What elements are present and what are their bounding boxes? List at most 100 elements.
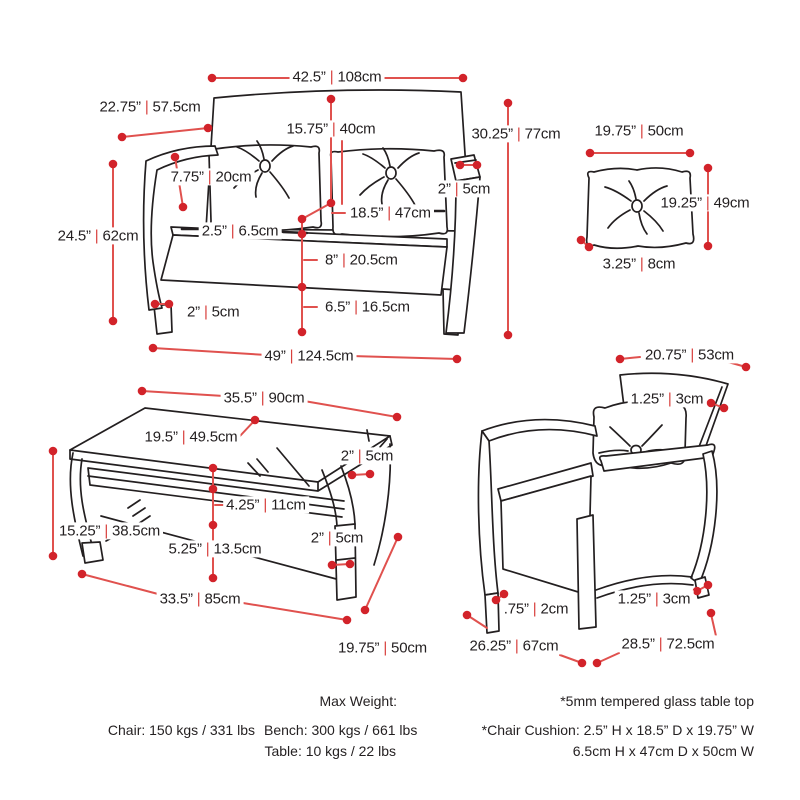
separator: | [263, 496, 268, 514]
inches-value: 19.5” [144, 428, 178, 446]
chair-cushion-note-cm: 6.5cm H x 47cm D x 50cm W [572, 743, 754, 759]
inches-value: 30.25” [471, 125, 514, 143]
inches-value: 8” [325, 251, 338, 269]
cm-value: 57.5cm [152, 98, 201, 116]
separator: | [654, 590, 659, 608]
separator: | [516, 125, 521, 143]
dim-table-top-depth: 19.5”|49.5cm [141, 428, 241, 446]
separator: | [705, 194, 710, 212]
cm-value: 3cm [662, 590, 691, 608]
separator: | [94, 227, 99, 245]
chair-drawing [477, 372, 729, 634]
dim-chair-back-width: 20.75”|53cm [642, 346, 737, 364]
dim-chair-foot-height: .75”|2cm [500, 600, 572, 618]
chair-rail-bottom [595, 574, 694, 599]
chair-leg-right-front [576, 514, 597, 630]
cm-value: 20.5cm [349, 251, 398, 269]
inches-value: 4.25” [226, 496, 260, 514]
table-weight-note: Table: 10 kgs / 22 lbs [264, 743, 396, 759]
cm-value: 5cm [462, 180, 491, 198]
inches-value: 5.25” [168, 540, 202, 558]
cm-value: 13.5cm [213, 540, 262, 558]
cm-value: 3cm [675, 390, 704, 408]
glass-reflection [247, 458, 269, 477]
cm-value: 2cm [540, 600, 569, 618]
dim-bench-armrest-width: 2”|5cm [434, 180, 494, 198]
inches-value: 49” [264, 347, 286, 365]
dim-chair-overall-width: 26.25”|67cm [466, 637, 562, 655]
separator: | [329, 68, 334, 86]
separator: | [667, 390, 672, 408]
dim-table-leg-width: 2”|5cm [307, 529, 367, 547]
cm-value: 16.5cm [361, 298, 410, 316]
inches-value: 19.25” [660, 194, 703, 212]
inches-value: 26.25” [469, 637, 512, 655]
cm-value: 62cm [102, 227, 139, 245]
inches-value: .75” [503, 600, 529, 618]
hatch-marks [127, 499, 151, 525]
dim-table-apron-height: 4.25”|11cm [223, 496, 309, 514]
cm-value: 38.5cm [112, 522, 161, 540]
max-weight-label: Max Weight: [319, 693, 397, 709]
dim-bench-arm-height: 7.75”|20cm [167, 168, 255, 186]
separator: | [639, 255, 644, 273]
cm-value: 49.5cm [189, 428, 238, 446]
separator: | [331, 120, 336, 138]
separator: | [532, 600, 537, 618]
chair-seat [497, 462, 594, 502]
separator: | [514, 637, 519, 655]
dim-bench-seat-thickness: 2.5”|6.5cm [198, 222, 282, 240]
dim-table-height: 15.25”|38.5cm [56, 522, 164, 540]
separator: | [230, 222, 235, 240]
bench-weight-note: Bench: 300 kgs / 661 lbs [264, 722, 418, 738]
cm-value: 5cm [335, 529, 364, 547]
inches-value: 2” [310, 529, 324, 547]
inches-value: 19.75” [594, 122, 637, 140]
cm-value: 90cm [268, 389, 305, 407]
inches-value: 33.5” [159, 590, 193, 608]
inches-value: 2” [437, 180, 451, 198]
inches-value: 28.5” [621, 635, 655, 653]
separator: | [454, 180, 459, 198]
separator: | [357, 447, 362, 465]
separator: | [203, 303, 208, 321]
bench-apron [160, 234, 448, 296]
chair-cushion-note-inches: *Chair Cushion: 2.5” H x 18.5” D x 19.75… [481, 722, 754, 738]
dim-bench-overall-width: 49”|124.5cm [261, 347, 357, 365]
inches-value: 15.25” [59, 522, 101, 540]
cm-value: 47cm [394, 204, 431, 222]
separator: | [383, 639, 388, 657]
cm-value: 53cm [698, 346, 734, 364]
cm-value: 124.5cm [297, 347, 354, 365]
dim-cushion-width: 19.75”|50cm [591, 122, 687, 140]
corner-ticks [366, 429, 388, 448]
separator: | [260, 389, 265, 407]
star-tuft-icon [359, 147, 420, 206]
chair-post-left [477, 430, 499, 596]
dim-table-base-depth: 19.75”|50cm [335, 639, 430, 657]
dim-table-top-width: 35.5”|90cm [220, 389, 308, 407]
inches-value: 20.75” [645, 346, 687, 364]
bench-drawing [142, 89, 481, 336]
dim-bench-leg-width: 2”|5cm [184, 303, 243, 321]
dim-bench-total-height: 30.25”|77cm [468, 125, 564, 143]
cm-value: 67cm [522, 637, 559, 655]
cm-value: 50cm [391, 639, 427, 657]
separator: | [205, 540, 210, 558]
inches-value: 2” [187, 303, 200, 321]
cm-value: 20cm [215, 168, 252, 186]
separator: | [104, 522, 109, 540]
glass-pointer [276, 447, 310, 487]
chair-weight-note: Chair: 150 kgs / 331 lbs [107, 722, 255, 738]
glass-top-note: *5mm tempered glass table top [560, 693, 754, 709]
cushion-drawing [585, 167, 695, 250]
bench-arm-right [445, 176, 481, 334]
star-tuft-icon [604, 180, 668, 235]
dim-chair-overall-depth: 28.5”|72.5cm [618, 635, 718, 653]
dim-table-glass-inset: 2”|5cm [337, 447, 397, 465]
cm-value: 5cm [365, 447, 394, 465]
cm-value: 108cm [337, 68, 382, 86]
cm-value: 77cm [524, 125, 561, 143]
